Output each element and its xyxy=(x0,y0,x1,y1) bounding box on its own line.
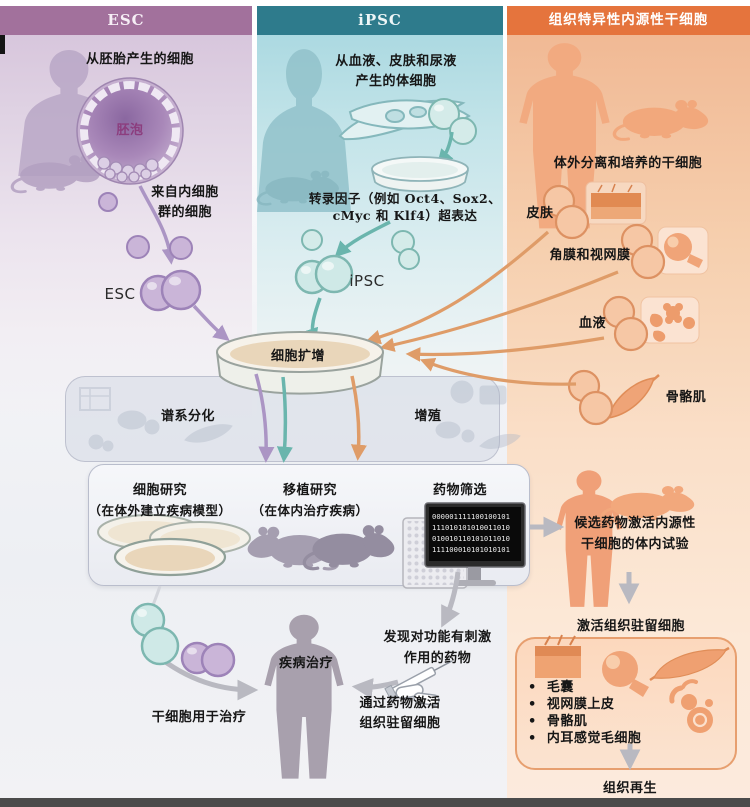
factors-line1: 转录因子（例如 Oct4、Sox2、 xyxy=(308,191,502,206)
skeletal-muscle-label: 骨骼肌 xyxy=(665,390,707,405)
esc-source-label: 从胚胎产生的细胞 xyxy=(85,52,194,67)
bottom-border-bar xyxy=(0,798,750,807)
tissue-bullet-list: 毛囊 视网膜上皮 骨骼肌 内耳感觉毛细胞 xyxy=(528,679,713,747)
bullet-skeletal-muscle: 骨骼肌 xyxy=(528,713,713,730)
cell-expansion-label: 细胞扩增 xyxy=(270,349,325,364)
ipsc-cell-label: iPSC xyxy=(349,272,385,290)
discover-line2: 作用的药物 xyxy=(403,650,472,666)
lineage-differentiation-label: 谱系分化 xyxy=(160,409,215,424)
esc-header: ESC xyxy=(0,6,252,35)
cell-research-sub: （在体外建立疾病模型） xyxy=(88,503,232,519)
activate-resident-label: 激活组织驻留细胞 xyxy=(576,619,685,634)
factors-line2: cMyc 和 Klf4）超表达 xyxy=(332,207,478,223)
blastocyst-label: 胚泡 xyxy=(116,123,144,138)
ipsc-header: iPSC xyxy=(257,6,503,35)
cornea-retina-label: 角膜和视网膜 xyxy=(549,248,631,263)
candidate-line2: 干细胞的体内试验 xyxy=(580,536,689,552)
via-drugs-line2: 组织驻留细胞 xyxy=(359,716,441,732)
icm-label-line1: 来自内细胞 xyxy=(151,185,219,200)
drug-screening-label: 药物筛选 xyxy=(432,483,487,498)
icm-label-line2: 群的细胞 xyxy=(157,204,212,220)
bullet-hair-follicle: 毛囊 xyxy=(528,679,713,696)
skin-label: 皮肤 xyxy=(526,206,554,221)
tissue-header: 组织特异性内源性干细胞 xyxy=(507,6,750,35)
blood-label: 血液 xyxy=(578,316,606,331)
bullet-inner-ear-hair-cells: 内耳感觉毛细胞 xyxy=(528,730,713,747)
discover-line1: 发现对功能有刺激 xyxy=(383,630,492,645)
ipsc-source-line2: 产生的体细胞 xyxy=(355,73,437,89)
stem-cell-therapy-label: 干细胞用于治疗 xyxy=(151,710,247,725)
cell-research-title: 细胞研究 xyxy=(132,483,187,498)
transplant-sub: （在体内治疗疾病） xyxy=(251,503,369,519)
edge-mark xyxy=(0,32,5,54)
proliferation-label: 增殖 xyxy=(414,409,442,424)
esc-cell-label: ESC xyxy=(104,285,136,303)
via-drugs-line1: 通过药物激活 xyxy=(359,696,441,711)
isolate-label: 体外分离和培养的干细胞 xyxy=(553,156,703,171)
candidate-line1: 候选药物激活内源性 xyxy=(574,516,696,531)
disease-treatment-label: 疾病治疗 xyxy=(278,656,333,671)
ipsc-source-line1: 从血液、皮肤和尿液 xyxy=(335,54,457,69)
bullet-retinal-epithelium: 视网膜上皮 xyxy=(528,696,713,713)
transplant-title: 移植研究 xyxy=(282,483,337,498)
tissue-regeneration-label: 组织再生 xyxy=(602,781,657,796)
